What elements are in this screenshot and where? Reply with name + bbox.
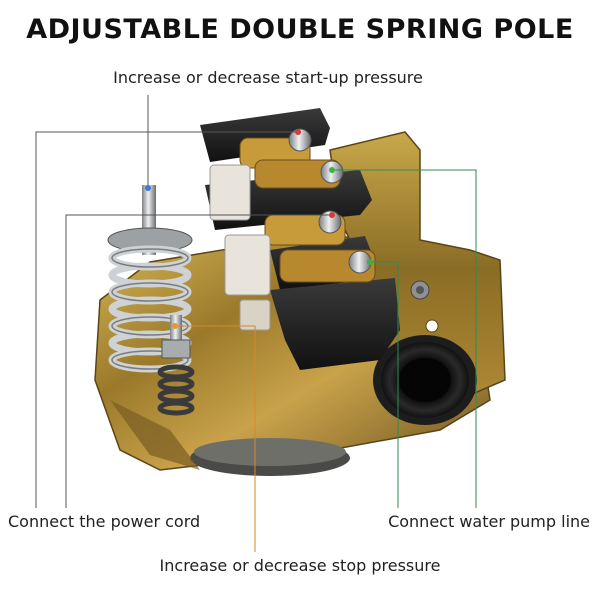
leader-lines [35, 95, 477, 552]
spring-pole-small [157, 315, 195, 416]
label-pump-line: Connect water pump line [388, 512, 590, 531]
label-stop-pressure: Increase or decrease stop pressure [159, 556, 441, 575]
label-start-pressure: Increase or decrease start-up pressure [113, 68, 423, 87]
marker-dots [145, 129, 373, 329]
mounting-bracket [329, 131, 506, 406]
label-power-cord: Connect the power cord [8, 512, 201, 531]
spring-pole-large [107, 185, 193, 373]
grommet [373, 335, 477, 425]
product-title: ADJUSTABLE DOUBLE SPRING POLE [26, 14, 574, 45]
